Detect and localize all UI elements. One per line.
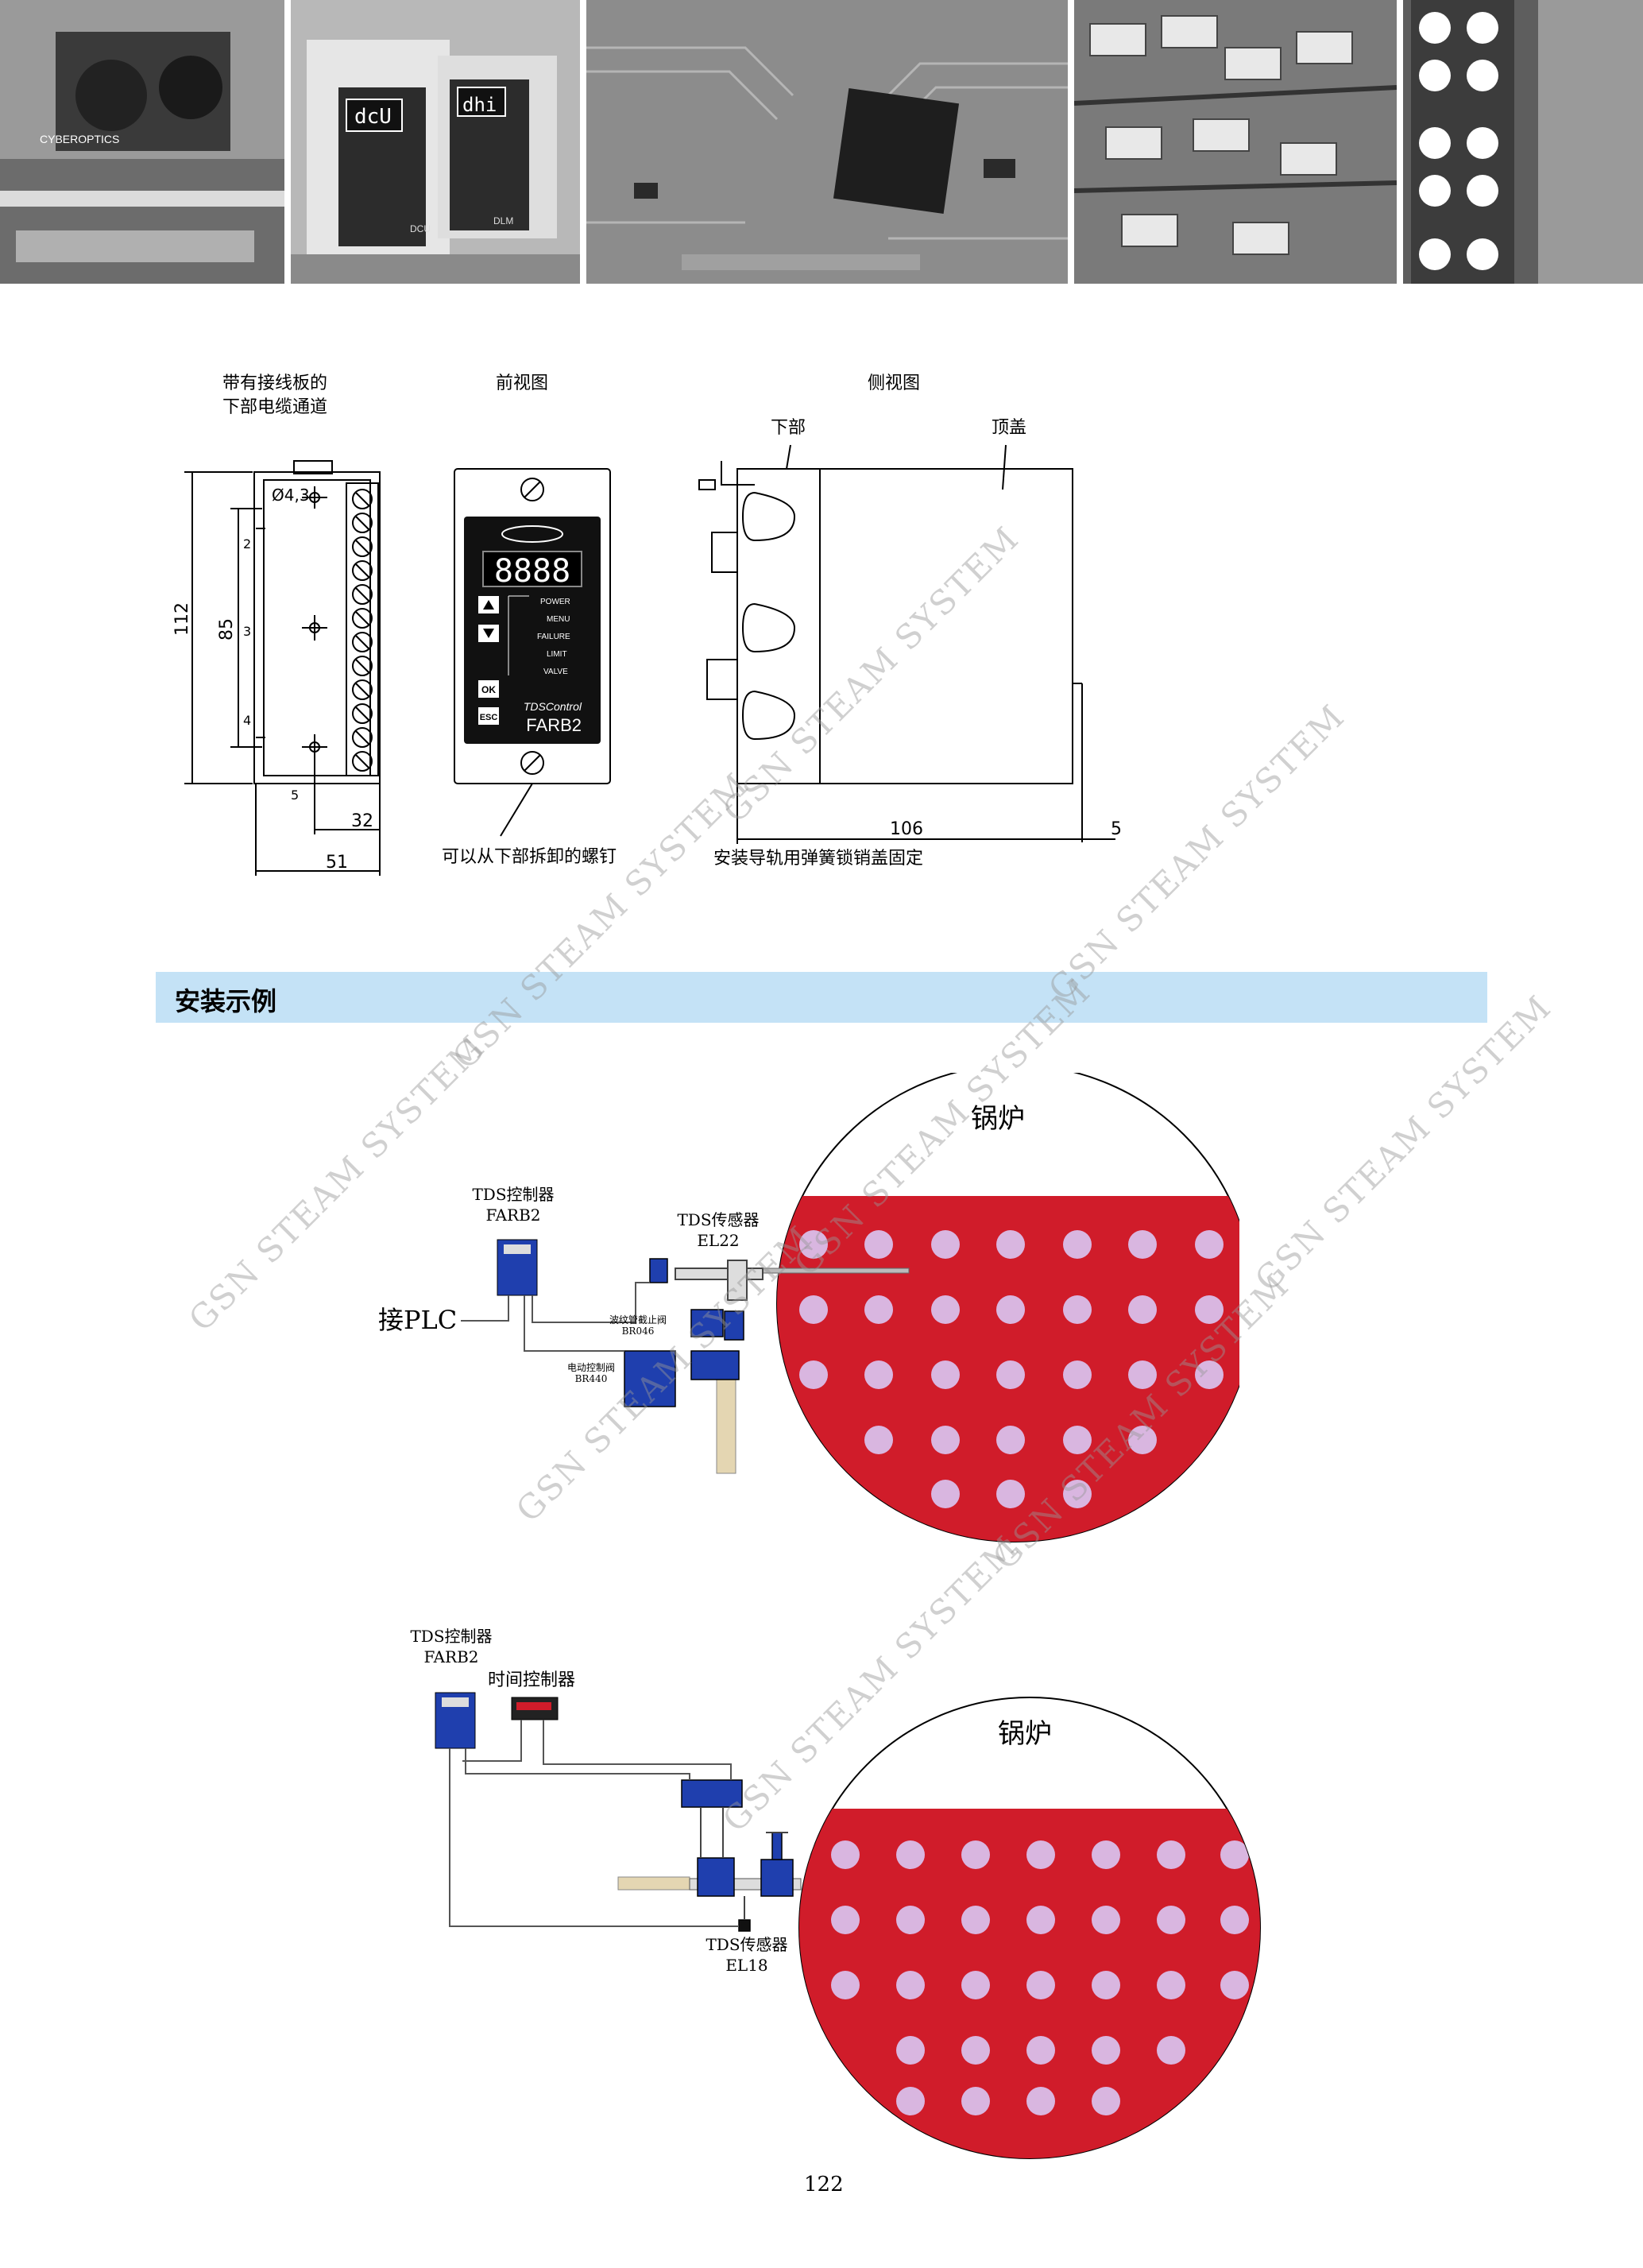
ex1-valve2-label: 电动控制阀 BR440 (551, 1362, 631, 1384)
ex1-valve1-line1: 波纹管截止阀 (609, 1314, 667, 1326)
dim-n2: 2 (243, 536, 251, 552)
device-display: 8888 (494, 553, 570, 590)
device-model: FARB2 (526, 715, 582, 735)
dim-n5: 5 (291, 788, 299, 803)
ok-label: OK (481, 684, 496, 695)
ex1-boiler-label: 锅炉 (971, 1103, 1025, 1135)
ex2-controller-label: TDS控制器 FARB2 (404, 1626, 499, 1667)
ex2-controller-line2: FARB2 (423, 1647, 479, 1666)
boiler-1-bubbles (799, 1230, 1224, 1508)
watermark: GSN STEAM SYSTEM (1247, 987, 1560, 1299)
drain-pipe-1 (716, 1379, 736, 1474)
header-photo-leds (1403, 0, 1643, 284)
label-front-view: 前视图 (496, 373, 549, 393)
section-title: 安装示例 (175, 986, 277, 1016)
up-arrow-icon (483, 600, 494, 610)
example2-diagram (435, 1692, 1261, 2159)
drain-pipe-2 (617, 1876, 690, 1891)
ex1-sensor-line1: TDS传感器 (677, 1210, 760, 1229)
side-outline (736, 468, 1073, 784)
page-number: 122 (804, 2173, 844, 2196)
actuator-1 (624, 1350, 676, 1407)
dim-32: 32 (351, 811, 373, 831)
header-photo-terminal-boards (1074, 0, 1397, 284)
sensor-body-1 (649, 1258, 668, 1283)
ok-button (478, 680, 499, 698)
esc-label: ESC (480, 713, 498, 722)
ex2-timer-label: 时间控制器 (488, 1670, 576, 1690)
base-outline (253, 471, 381, 784)
label-top-cover: 顶盖 (992, 418, 1027, 438)
ex2-sensor-line2: EL18 (725, 1956, 768, 1975)
dim-106: 106 (890, 819, 923, 839)
dim-85: 85 (217, 618, 237, 641)
valve-br440 (690, 1350, 740, 1380)
ex1-controller-line1: TDS控制器 (472, 1185, 555, 1204)
header-photo-robot: CYBEROPTICS (0, 0, 284, 284)
label-cable-channel-line1: 带有接线板的 (222, 373, 328, 393)
terminal-screws (352, 489, 373, 772)
ex2-sensor-line1: TDS传感器 (706, 1935, 788, 1954)
led-failure: FAILURE (537, 633, 570, 641)
dim-112: 112 (172, 602, 192, 636)
stop-valve-2 (760, 1859, 794, 1897)
ex1-controller-label: TDS控制器 FARB2 (466, 1184, 561, 1225)
down-arrow-icon (483, 629, 494, 638)
led-power: POWER (540, 598, 570, 606)
photo2-label-dhi: dhi (462, 94, 497, 116)
terminal-strip (346, 482, 379, 776)
led-menu: MENU (547, 615, 570, 624)
led-valve: VALVE (543, 668, 568, 676)
boiler-2-bubbles (831, 1840, 1249, 2115)
example1-diagram (461, 1073, 1239, 1542)
ex1-controller-line2: FARB2 (485, 1206, 541, 1225)
section-header: 安装示例 (156, 972, 1487, 1023)
label-rail: 安装导轨用弹簧锁销盖固定 (713, 849, 924, 869)
ex1-sensor-label: TDS传感器 EL22 (671, 1209, 766, 1251)
label-screw: 可以从下部拆卸的螺钉 (442, 847, 617, 867)
dim-5: 5 (1111, 819, 1122, 839)
dim-51: 51 (326, 853, 348, 873)
ex1-plc-label: 接PLC (378, 1305, 458, 1335)
actuator-2 (681, 1779, 743, 1808)
label-side-view: 侧视图 (868, 373, 921, 393)
photo2-label-dcu-small: DCU (410, 223, 431, 234)
photo2-label-dcu: dcU (354, 105, 392, 129)
ex1-valve2-line2: BR440 (574, 1373, 608, 1384)
dim-n3: 3 (243, 624, 251, 639)
label-cable-channel-line2: 下部电缆通道 (222, 397, 328, 417)
ex1-valve2-line1: 电动控制阀 (566, 1362, 615, 1373)
control-valve-2 (697, 1857, 735, 1897)
led-limit: LIMIT (547, 650, 567, 659)
ex1-valve1-line2: BR046 (621, 1326, 655, 1337)
ex2-controller-line1: TDS控制器 (410, 1627, 493, 1646)
ex2-boiler-label: 锅炉 (998, 1718, 1052, 1750)
device-front-panel: 8888 OK ESC POWER MENU FAILURE LIMIT VAL… (464, 517, 601, 744)
technical-drawing: 112 85 2 3 4 5 Ø4,3 32 51 106 5 (172, 444, 1122, 876)
dim-n4: 4 (243, 713, 251, 728)
photo1-text: CYBEROPTICS (40, 133, 119, 145)
label-bottom: 下部 (771, 418, 806, 438)
header-photo-controllers: dcU dhi DCU DLM (291, 0, 580, 284)
header-photo-chip (586, 0, 1068, 284)
ex1-sensor-line2: EL22 (697, 1231, 740, 1250)
ex1-valve1-label: 波纹管截止阀 BR046 (594, 1314, 682, 1337)
dim-hole: Ø4,3 (272, 486, 310, 505)
valve-br046 (690, 1309, 724, 1337)
esc-button (478, 707, 499, 725)
photo2-label-dlm-small: DLM (493, 215, 513, 226)
ex2-sensor-label: TDS传感器 EL18 (699, 1934, 794, 1976)
device-brand: TDSControl (524, 700, 582, 713)
